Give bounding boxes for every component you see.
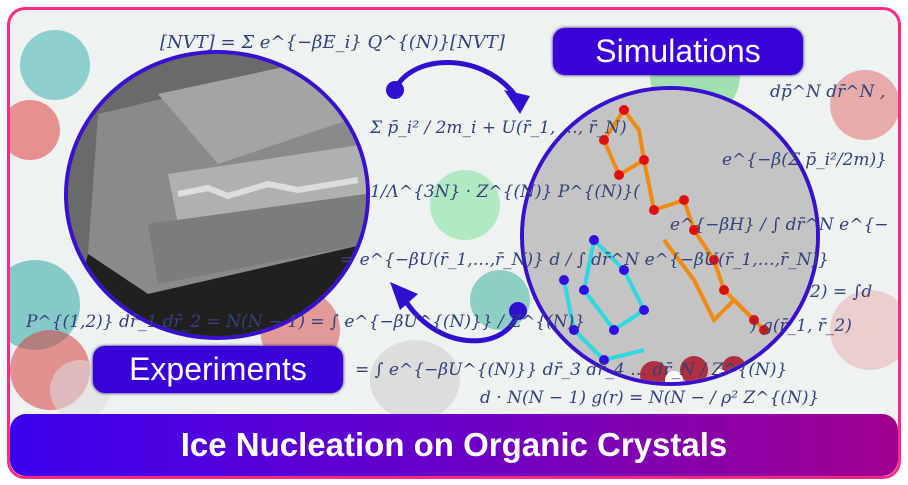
arrow-to-experiments <box>390 282 527 344</box>
background-atom <box>830 70 898 140</box>
equation: ) g(r̄_1, r̄_2) <box>750 316 852 336</box>
simulation-image-circle <box>520 86 820 386</box>
equation: [NVT] = Σ e^{−βE_i} Q^{(N)}[NVT] <box>160 32 505 53</box>
simulations-label: Simulations <box>553 28 803 75</box>
background-atom <box>430 170 500 240</box>
background-atom <box>20 30 90 100</box>
equation: = e^{−βU(r̄_1,…,r̄_N)} d / ∫ dr̄^N e^{−β… <box>340 250 829 270</box>
background-atom <box>370 340 460 420</box>
background-atom <box>470 270 530 330</box>
title-text: Ice Nucleation on Organic Crystals <box>180 426 728 463</box>
equation: 2) = ∫d <box>810 282 873 302</box>
equation: e^{−β(Σ p̄_i²/2m)} <box>722 150 887 170</box>
sem-crystal-image <box>68 54 366 336</box>
arrow-to-simulations <box>386 60 530 114</box>
molecular-structure-image <box>524 90 816 382</box>
equation: dp̄^N dr̄^N , <box>770 82 886 102</box>
equation: d · N(N − 1) g(r) = N(N − / ρ² Z^{(N)} <box>480 388 820 408</box>
equation: Σ p̄_i² / 2m_i + U(r̄_1, …, r̄_N) <box>370 118 627 138</box>
background-atom <box>830 290 898 370</box>
experiments-label: Experiments <box>93 346 343 393</box>
equation: 1/Λ^{3N} · Z^{(N)} P^{(N)}( <box>370 182 640 202</box>
title-banner: Ice Nucleation on Organic Crystals <box>10 414 898 476</box>
equation: = ∫ e^{−βU^{(N)}} dr̄_3 dr̄_4 … dr̄_N / … <box>355 360 788 380</box>
background-atom <box>10 100 60 160</box>
cycle-arrows <box>386 60 530 344</box>
sem-image-circle <box>64 50 370 340</box>
equation: e^{−βH} / ∫ dr̄^N e^{− <box>670 215 889 235</box>
graphic-frame: [NVT] = Σ e^{−βE_i} Q^{(N)}[NVT] dp̄^N d… <box>7 7 901 479</box>
equation: P^{(1,2)} dr̄_1 dr̄_2 = N(N − 1) = ∫ e^{… <box>26 312 586 332</box>
